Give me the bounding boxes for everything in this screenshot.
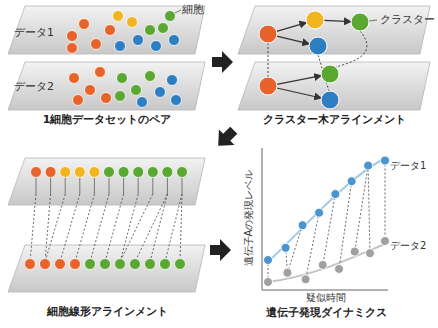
expression-dot bbox=[381, 156, 390, 165]
cells bbox=[67, 11, 182, 108]
callout-label: クラスター bbox=[380, 13, 435, 26]
alignment-line bbox=[323, 194, 336, 265]
alignment-line bbox=[120, 194, 153, 262]
alignment-line bbox=[60, 194, 80, 262]
cell bbox=[70, 259, 81, 270]
cell bbox=[85, 259, 96, 270]
expression-dot bbox=[364, 161, 373, 170]
expression-dot bbox=[264, 256, 273, 265]
alignment-line bbox=[105, 194, 124, 262]
expression-dot bbox=[281, 243, 290, 252]
cell bbox=[162, 167, 173, 178]
alignment-line bbox=[90, 194, 109, 262]
series-label: データ2 bbox=[390, 240, 426, 252]
cell bbox=[60, 167, 71, 178]
expression-dot bbox=[283, 268, 292, 277]
alignment-line bbox=[165, 194, 182, 262]
expression-dot bbox=[350, 247, 359, 256]
alignment-line bbox=[150, 194, 167, 262]
alignment-line bbox=[385, 161, 386, 242]
cell bbox=[31, 167, 42, 178]
planes bbox=[8, 6, 430, 292]
callout-label: 細胞 bbox=[182, 3, 204, 16]
cell bbox=[45, 167, 56, 178]
cell bbox=[175, 259, 186, 270]
dataset-label: データ1 bbox=[14, 26, 54, 39]
expression-dot bbox=[315, 208, 324, 217]
series-label: データ1 bbox=[390, 160, 426, 172]
cell bbox=[89, 167, 100, 178]
cell bbox=[160, 259, 171, 270]
axis-label: 疑似時間 bbox=[306, 292, 346, 304]
expression-dot bbox=[331, 190, 340, 199]
linear-alignment bbox=[25, 167, 188, 270]
axis-label: 遺伝子Aの発現レベル bbox=[243, 170, 255, 267]
cell bbox=[55, 259, 66, 270]
cell bbox=[40, 259, 51, 270]
cell bbox=[177, 167, 188, 178]
cell bbox=[130, 259, 141, 270]
cell bbox=[145, 259, 156, 270]
expression-dot bbox=[301, 275, 310, 284]
alignment-line bbox=[120, 194, 138, 262]
expression-dot bbox=[381, 237, 390, 246]
cell bbox=[74, 167, 85, 178]
expression-dots bbox=[264, 156, 390, 287]
alignment-line bbox=[355, 166, 368, 252]
expression-dot bbox=[264, 278, 273, 287]
leader-line bbox=[369, 20, 377, 21]
cell bbox=[118, 167, 129, 178]
expression-dot bbox=[298, 221, 307, 230]
alignment-line bbox=[75, 194, 94, 262]
panel-caption: 遺伝子発現ダイナミクス bbox=[266, 306, 387, 319]
expression-dot bbox=[365, 249, 374, 258]
alignment-line bbox=[368, 166, 370, 254]
cell bbox=[25, 259, 36, 270]
cell bbox=[147, 167, 158, 178]
panel-caption: クラスター木アラインメント bbox=[263, 113, 406, 126]
alignment-line bbox=[45, 194, 65, 262]
dataset-label: データ2 bbox=[14, 80, 54, 93]
cluster-tree bbox=[268, 20, 367, 98]
block-arrows bbox=[210, 51, 242, 261]
panel-caption: 1細胞データセットのペア bbox=[43, 113, 172, 126]
alignment-line bbox=[180, 194, 182, 262]
axes bbox=[262, 148, 388, 290]
leader-line bbox=[175, 10, 181, 13]
cell bbox=[115, 259, 126, 270]
cell bbox=[100, 259, 111, 270]
panel-caption: 細胞線形アラインメント bbox=[47, 305, 168, 318]
alignment-line bbox=[30, 194, 36, 262]
alignment-line bbox=[306, 213, 319, 280]
clusters bbox=[259, 11, 369, 109]
expression-dot bbox=[347, 177, 356, 186]
cell bbox=[104, 167, 115, 178]
expression-dot bbox=[318, 260, 327, 269]
expression-dot bbox=[335, 264, 344, 273]
cell bbox=[133, 167, 144, 178]
alignment-line bbox=[339, 181, 352, 269]
alignment-line bbox=[135, 194, 167, 262]
